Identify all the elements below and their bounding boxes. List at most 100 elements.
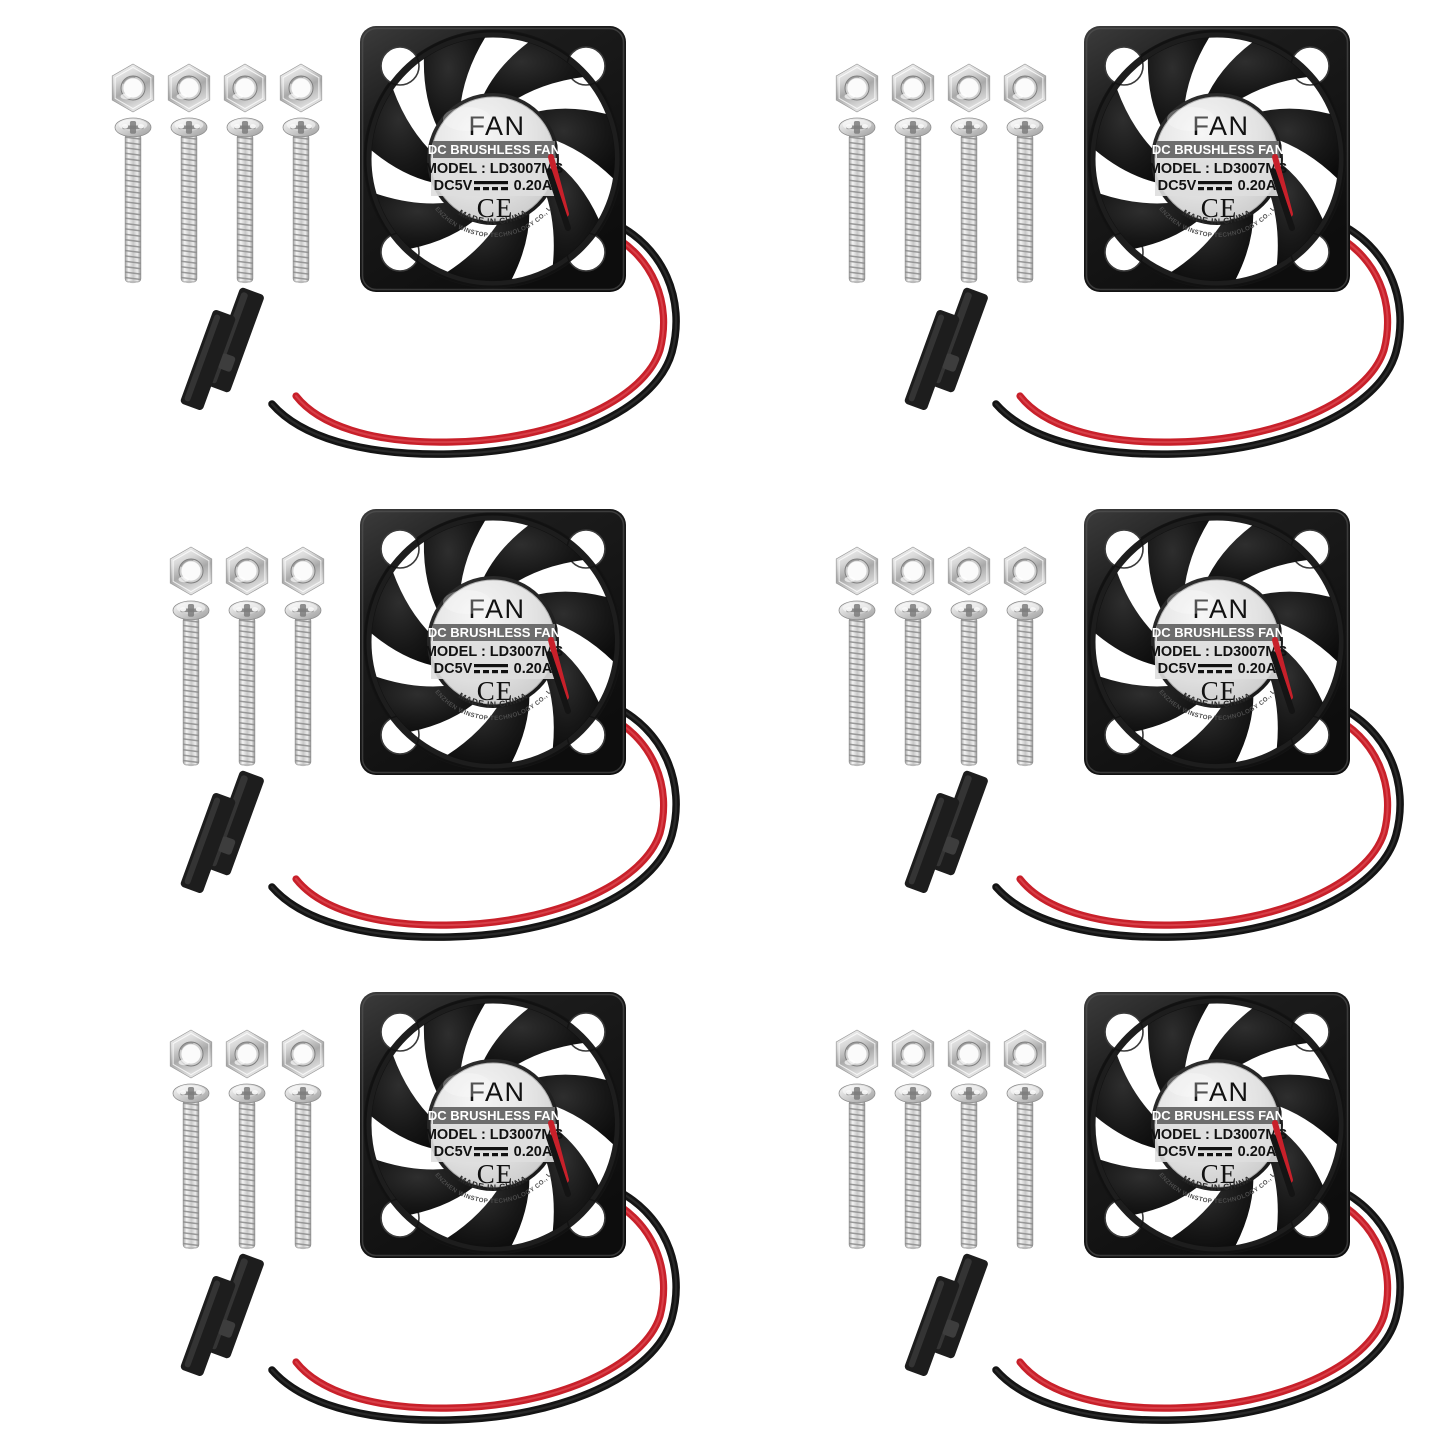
cable-exit: [1270, 637, 1295, 714]
label-model: MODEL : LD3007MS: [1149, 644, 1288, 660]
label-certification: CE: [1201, 193, 1238, 223]
label-voltage: DC5V: [434, 661, 473, 677]
fan-blade: [447, 204, 530, 282]
hex-nut: [891, 63, 935, 113]
fan-blade: [1147, 1003, 1210, 1100]
label-certification: CE: [477, 1159, 514, 1189]
label-brand: FAN: [468, 594, 525, 624]
phillips-pan-head-screw: [894, 1083, 932, 1250]
phillips-pan-head-screw: [950, 600, 988, 767]
fan-kit-unit: FAN DC BRUSHLESS FAN MODEL : LD3007MS DC…: [0, 966, 725, 1449]
label-current: 0.20A: [514, 1144, 553, 1160]
fan-blade: [1204, 525, 1308, 587]
label-brand: FAN: [468, 1077, 525, 1107]
dc-symbol: [474, 664, 508, 674]
fan-blade: [480, 525, 584, 587]
hex-nut: [947, 1029, 991, 1079]
label-current: 0.20A: [1238, 178, 1277, 194]
dc-symbol: [474, 1147, 508, 1157]
label-certification: CE: [477, 676, 514, 706]
label-voltage: DC5V: [1158, 661, 1197, 677]
fan-blade: [480, 1008, 584, 1070]
dupont-connector: [904, 310, 960, 410]
cable-exit: [546, 1120, 571, 1197]
fan-blade: [529, 591, 615, 662]
mounting-hole: [1104, 1012, 1144, 1052]
ce-mark-icon: CE: [477, 1159, 514, 1189]
phillips-pan-head-screw: [114, 117, 152, 284]
fan-power-cable: [904, 204, 1404, 458]
phillips-pan-head-screw: [172, 1083, 210, 1250]
mounting-hole: [380, 46, 420, 86]
fan-blade: [447, 687, 530, 765]
phillips-pan-head-screw: [894, 600, 932, 767]
label-certification: CE: [1201, 676, 1238, 706]
fan-blade: [1253, 591, 1339, 662]
hex-nut: [225, 546, 269, 596]
label-certification: CE: [477, 193, 514, 223]
mounting-hole: [1104, 529, 1144, 569]
mounting-hole: [380, 1012, 420, 1052]
phillips-pan-head-screw: [228, 1083, 266, 1250]
cable-exit: [546, 154, 571, 231]
hex-nut: [835, 63, 879, 113]
fan-blade: [529, 108, 615, 179]
fan-power-cable: [180, 687, 680, 941]
fan-kit-unit: FAN DC BRUSHLESS FAN MODEL : LD3007MS DC…: [724, 0, 1449, 483]
fan-blade: [371, 1055, 441, 1151]
label-subtitle: DC BRUSHLESS FAN: [428, 142, 560, 157]
hex-nut: [279, 63, 323, 113]
label-voltage: DC5V: [434, 1144, 473, 1160]
mounting-hole: [1104, 46, 1144, 86]
label-subtitle: DC BRUSHLESS FAN: [1152, 142, 1284, 157]
hex-nut: [1003, 546, 1047, 596]
fan-blade: [1171, 204, 1254, 282]
hex-nut: [111, 63, 155, 113]
phillips-pan-head-screw: [284, 1083, 322, 1250]
dupont-connector: [904, 793, 960, 893]
phillips-pan-head-screw: [226, 117, 264, 284]
hex-nut: [223, 63, 267, 113]
fan-blade: [423, 37, 486, 134]
label-brand: FAN: [1192, 111, 1249, 141]
label-model: MODEL : LD3007MS: [425, 161, 564, 177]
ce-mark-icon: CE: [1201, 193, 1238, 223]
phillips-pan-head-screw: [838, 1083, 876, 1250]
label-current: 0.20A: [514, 178, 553, 194]
mounting-hardware-group: [835, 1029, 1047, 1250]
fan-blade: [529, 1074, 615, 1145]
label-brand: FAN: [1192, 594, 1249, 624]
label-model: MODEL : LD3007MS: [425, 644, 564, 660]
fan-blade: [1171, 687, 1254, 765]
dupont-connector: [180, 310, 236, 410]
fan-kit-unit: FAN DC BRUSHLESS FAN MODEL : LD3007MS DC…: [0, 0, 725, 483]
phillips-pan-head-screw: [950, 1083, 988, 1250]
phillips-pan-head-screw: [1006, 117, 1044, 284]
label-brand: FAN: [1192, 1077, 1249, 1107]
mounting-hardware-group: [835, 63, 1047, 284]
hex-nut: [281, 1029, 325, 1079]
ce-mark-icon: CE: [477, 193, 514, 223]
fan-blade: [1095, 89, 1165, 185]
mounting-hardware-group: [169, 1029, 325, 1250]
dupont-connector: [180, 1276, 236, 1376]
label-subtitle: DC BRUSHLESS FAN: [428, 625, 560, 640]
fan-blade: [1095, 572, 1165, 668]
hex-nut: [169, 546, 213, 596]
label-model: MODEL : LD3007MS: [1149, 1127, 1288, 1143]
mounting-hardware-group: [169, 546, 325, 767]
fan-blade: [371, 572, 441, 668]
hex-nut: [891, 1029, 935, 1079]
label-model: MODEL : LD3007MS: [1149, 161, 1288, 177]
label-voltage: DC5V: [434, 178, 473, 194]
fan-blade: [1253, 108, 1339, 179]
fan-blade: [423, 1003, 486, 1100]
fan-blade: [1253, 1074, 1339, 1145]
fan-kit-unit: FAN DC BRUSHLESS FAN MODEL : LD3007MS DC…: [724, 966, 1449, 1449]
hex-nut: [281, 546, 325, 596]
phillips-pan-head-screw: [894, 117, 932, 284]
dc-symbol: [474, 181, 508, 191]
dupont-connector: [180, 793, 236, 893]
ce-mark-icon: CE: [1201, 676, 1238, 706]
